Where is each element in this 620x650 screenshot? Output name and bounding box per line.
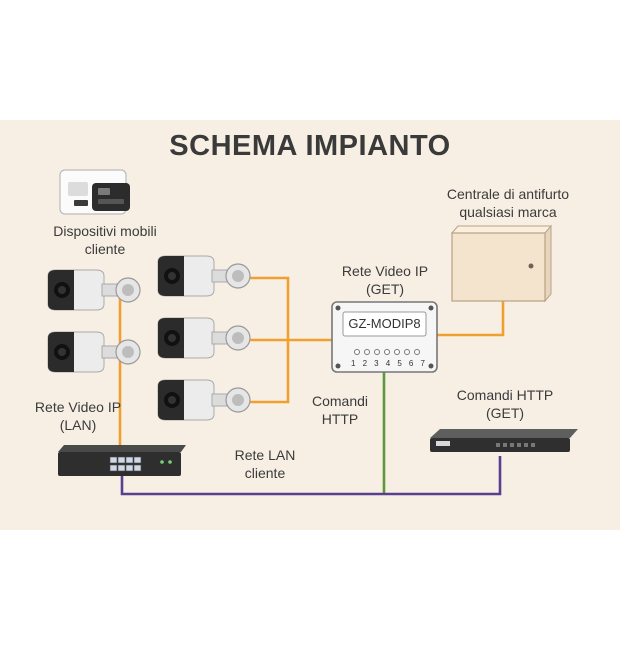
diagram-title: SCHEMA IMPIANTO: [169, 130, 451, 162]
label-http-cmd-line2: HTTP: [321, 411, 359, 427]
link-alarm: [435, 300, 505, 337]
port-number: 5: [397, 359, 402, 368]
label-http-get-line1: Comandi HTTP: [456, 387, 554, 403]
camera-icon-5: [157, 379, 251, 421]
module-device: [331, 301, 438, 373]
port-number: 1: [351, 359, 356, 368]
module-name: GZ-MODIP8: [348, 316, 421, 331]
network-switch-icon: [58, 445, 186, 476]
camera-icon-2: [47, 331, 141, 373]
camera-icon-1: [47, 269, 141, 311]
label-mobile-line1: Dispositivi mobili: [53, 223, 157, 239]
label-alarm-line2: qualsiasi marca: [459, 204, 557, 220]
label-ip-network-get: Rete Video IP (GET): [320, 262, 450, 298]
orange-links: [118, 276, 505, 454]
recorder-icon: [430, 429, 578, 452]
link-camera-3: [242, 276, 290, 342]
label-lan-line1: Rete LAN: [234, 447, 296, 463]
label-lan-line2: cliente: [244, 465, 286, 481]
link-lan: [120, 456, 502, 496]
alarm-panel-icon: [450, 224, 552, 303]
port-number: 7: [420, 359, 425, 368]
label-ipnet-lan-line1: Rete Video IP: [34, 399, 122, 415]
label-http-get: Comandi HTTP (GET): [445, 386, 565, 422]
port-number: 2: [362, 359, 368, 368]
label-ipnet-top-line2: (GET): [365, 281, 405, 297]
port-number: 3: [374, 359, 379, 368]
phone-icon: [92, 183, 130, 211]
port-number: 4: [385, 359, 391, 368]
label-ipnet-lan-line2: (LAN): [59, 417, 97, 433]
port-number: 6: [408, 359, 414, 368]
label-http-get-line2: (GET): [485, 405, 525, 421]
camera-icon-3: [157, 255, 251, 297]
module-port-numbers: 1 2 3 4 5 6 7: [351, 359, 425, 369]
label-alarm-line1: Centrale di antifurto: [446, 186, 570, 202]
link-camera-5: [242, 338, 290, 404]
label-ip-network-lan: Rete Video IP (LAN): [18, 398, 138, 434]
label-alarm-panel: Centrale di antifurto qualsiasi marca: [418, 185, 598, 221]
camera-icon-4: [157, 317, 251, 359]
label-ipnet-top-line1: Rete Video IP: [341, 263, 429, 279]
label-http-cmd-line1: Comandi: [311, 393, 369, 409]
label-mobile-line2: cliente: [84, 241, 126, 257]
label-http-commands: Comandi HTTP: [300, 392, 380, 428]
label-lan-network: Rete LAN cliente: [220, 446, 310, 482]
label-mobile-devices: Dispositivi mobili cliente: [20, 222, 190, 258]
